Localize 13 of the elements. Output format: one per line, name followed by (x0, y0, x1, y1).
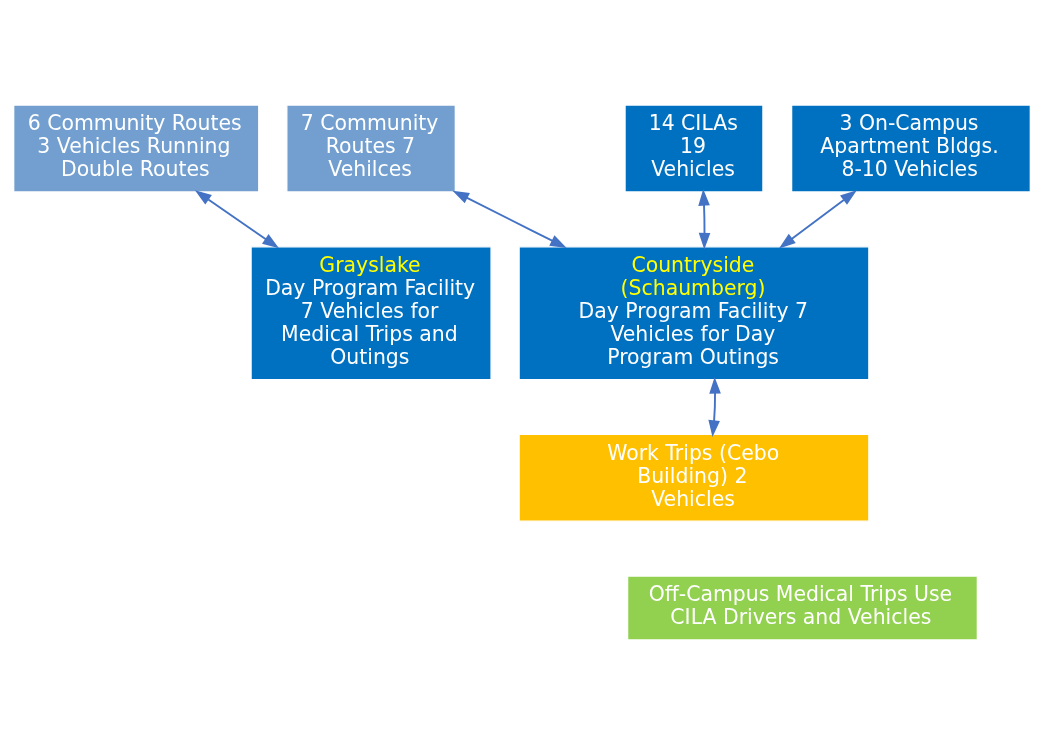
arrow (778, 189, 857, 248)
arrow (698, 188, 711, 250)
node-box: Work Trips (Cebo Building) 2 Vehicles (518, 433, 870, 522)
node-box: 14 CILAs 19 Vehicles (624, 103, 764, 193)
node-box: Grayslake Day Program Facility 7 Vehicles for Medical Trips and Outings (250, 245, 492, 380)
node-box: 3 On-Campus Apartment Bldgs. 8-10 Vehicles (791, 103, 1031, 193)
arrow (708, 376, 721, 437)
node-box: 6 Community Routes 3 Vehicles Running Double Routes (13, 103, 260, 193)
node-box: 7 Community Routes 7 Vehilces (286, 103, 456, 193)
node-box: Off-Campus Medical Trips Use CILA Drivers and Vehicles (627, 574, 978, 641)
arrow (194, 189, 279, 248)
arrow (452, 190, 567, 248)
node-box: Countryside (Schaumberg) Day Program Facility 7 Vehicles for Day Program Outings (518, 245, 870, 380)
